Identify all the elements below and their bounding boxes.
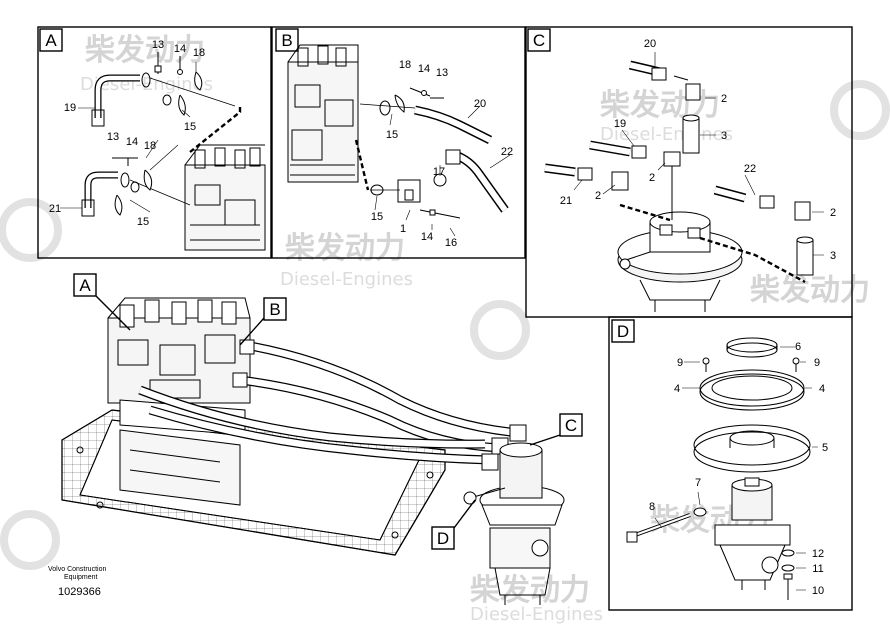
- panel-letter-d: D: [617, 322, 629, 341]
- callout-label: 14: [418, 63, 430, 75]
- callout-label: 15: [184, 121, 196, 133]
- callout-label: 2: [649, 172, 655, 184]
- callout-d: D: [437, 529, 449, 548]
- callout-label: 8: [649, 501, 655, 513]
- callout-label: 17: [433, 166, 445, 178]
- callout-label: 3: [830, 250, 836, 262]
- panel-b-callouts: 18 14 13 20 15 22 17 15 1 14 16: [371, 59, 513, 249]
- callout-label: 4: [674, 383, 680, 395]
- callout-label: 16: [445, 237, 457, 249]
- callout-label: 21: [560, 195, 572, 207]
- panel-d-drawing: [626, 337, 818, 600]
- callout-label: 20: [474, 98, 486, 110]
- callout-label: 3: [721, 130, 727, 142]
- panel-frames: [37, 26, 853, 611]
- callout-label: 7: [695, 477, 701, 489]
- panel-letter-a: A: [45, 31, 57, 50]
- callout-label: 9: [677, 357, 683, 369]
- watermark-cn: 柴发动力: [470, 573, 590, 608]
- callout-label: 20: [644, 38, 656, 50]
- panel-d-callouts: 6 9 9 4 4 5 8 7 12 11 10: [649, 341, 828, 597]
- callout-label: 10: [812, 585, 824, 597]
- callout-label: 14: [421, 231, 433, 243]
- callout-label: 13: [436, 67, 448, 79]
- callout-label: 19: [614, 118, 626, 130]
- callout-label: 18: [399, 59, 411, 71]
- main-assembly-drawing: [61, 297, 565, 605]
- callout-a: A: [79, 276, 91, 295]
- callout-label: 22: [501, 146, 513, 158]
- callout-label: 1: [400, 223, 406, 235]
- callout-label: 5: [822, 442, 828, 454]
- caption-line-1: Volvo Construction: [48, 566, 106, 573]
- panel-letter-b: B: [281, 31, 292, 50]
- callout-label: 18: [144, 140, 156, 152]
- panel-c-callouts: 20 2 3 19 2 21 2 22 2 3: [560, 38, 836, 262]
- callout-c: C: [565, 416, 577, 435]
- panel-a-drawing: [60, 52, 266, 251]
- watermark-cn: 柴发动力: [750, 273, 870, 308]
- callout-label: 2: [595, 190, 601, 202]
- callout-label: 13: [107, 131, 119, 143]
- watermark-cn: 柴发动力: [285, 231, 405, 266]
- callout-label: 15: [371, 211, 383, 223]
- panel-letter-c: C: [533, 31, 545, 50]
- callout-label: 14: [126, 136, 138, 148]
- callout-label: 2: [721, 93, 727, 105]
- main-callouts: A B C D: [73, 273, 583, 550]
- callout-label: 9: [814, 357, 820, 369]
- callout-label: 15: [137, 216, 149, 228]
- caption-block: Volvo Construction Equipment 1029366: [48, 566, 106, 598]
- panel-letter-boxes: A B C D: [39, 28, 635, 343]
- callout-label: 4: [819, 383, 825, 395]
- watermark-cn: 柴发动力: [85, 33, 205, 68]
- part-number: 1029366: [58, 586, 101, 598]
- callout-label: 14: [174, 43, 186, 55]
- panel-b-drawing: [287, 44, 511, 237]
- callout-label: 15: [386, 129, 398, 141]
- callout-label: 6: [795, 341, 801, 353]
- watermark-en: Diesel-Engines: [600, 124, 733, 145]
- callout-label: 21: [49, 203, 61, 215]
- callout-label: 12: [812, 548, 824, 560]
- caption-line-2: Equipment: [64, 574, 98, 581]
- watermark-en: Diesel-Engines: [470, 604, 603, 625]
- watermark-en: Diesel-Engines: [280, 269, 413, 290]
- callout-label: 11: [812, 563, 823, 575]
- panel-a-callouts: 13 14 18 19 15 13 14 18 21 15: [49, 39, 205, 228]
- callout-label: 22: [744, 163, 756, 175]
- callout-label: 2: [830, 207, 836, 219]
- panel-c-drawing: [544, 52, 824, 312]
- callout-label: 13: [152, 39, 164, 51]
- callout-label: 18: [193, 47, 205, 59]
- callout-label: 19: [64, 102, 76, 114]
- callout-b: B: [269, 300, 280, 319]
